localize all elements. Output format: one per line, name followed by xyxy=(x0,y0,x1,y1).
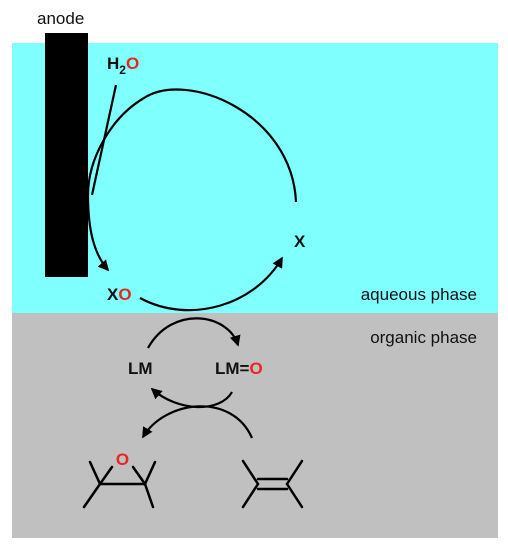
epoxide-structure xyxy=(82,460,157,509)
xo-x: X xyxy=(107,285,119,304)
xo-label: XO xyxy=(107,285,132,304)
water-label: H2O xyxy=(107,54,139,77)
alkene-structure xyxy=(241,459,304,509)
water-h: H xyxy=(107,54,119,73)
x-label: X xyxy=(294,232,306,251)
water-oxygen: O xyxy=(126,54,139,73)
anode-label: anode xyxy=(37,9,84,28)
aqueous-phase-label: aqueous phase xyxy=(361,285,477,304)
lmo-label: LM=O xyxy=(215,359,263,378)
lm-label: LM xyxy=(128,359,153,378)
water-subscript: 2 xyxy=(119,63,126,77)
arrow-lm-to-lmo xyxy=(147,317,241,349)
xo-oxygen: O xyxy=(118,285,131,304)
anode-cycle-arc xyxy=(86,88,298,203)
anode-electrode xyxy=(45,33,88,277)
arrow-to-x xyxy=(139,256,283,312)
epoxide-oxygen: O xyxy=(116,450,129,469)
arrow-to-xo xyxy=(86,194,110,272)
aqueous-phase-region xyxy=(12,43,498,313)
lmo-lm: LM= xyxy=(215,359,250,378)
lmo-oxygen: O xyxy=(249,359,262,378)
organic-phase-label: organic phase xyxy=(370,328,477,347)
arrow-alkene-to-epoxide xyxy=(142,405,254,439)
organic-phase-region xyxy=(12,313,498,538)
